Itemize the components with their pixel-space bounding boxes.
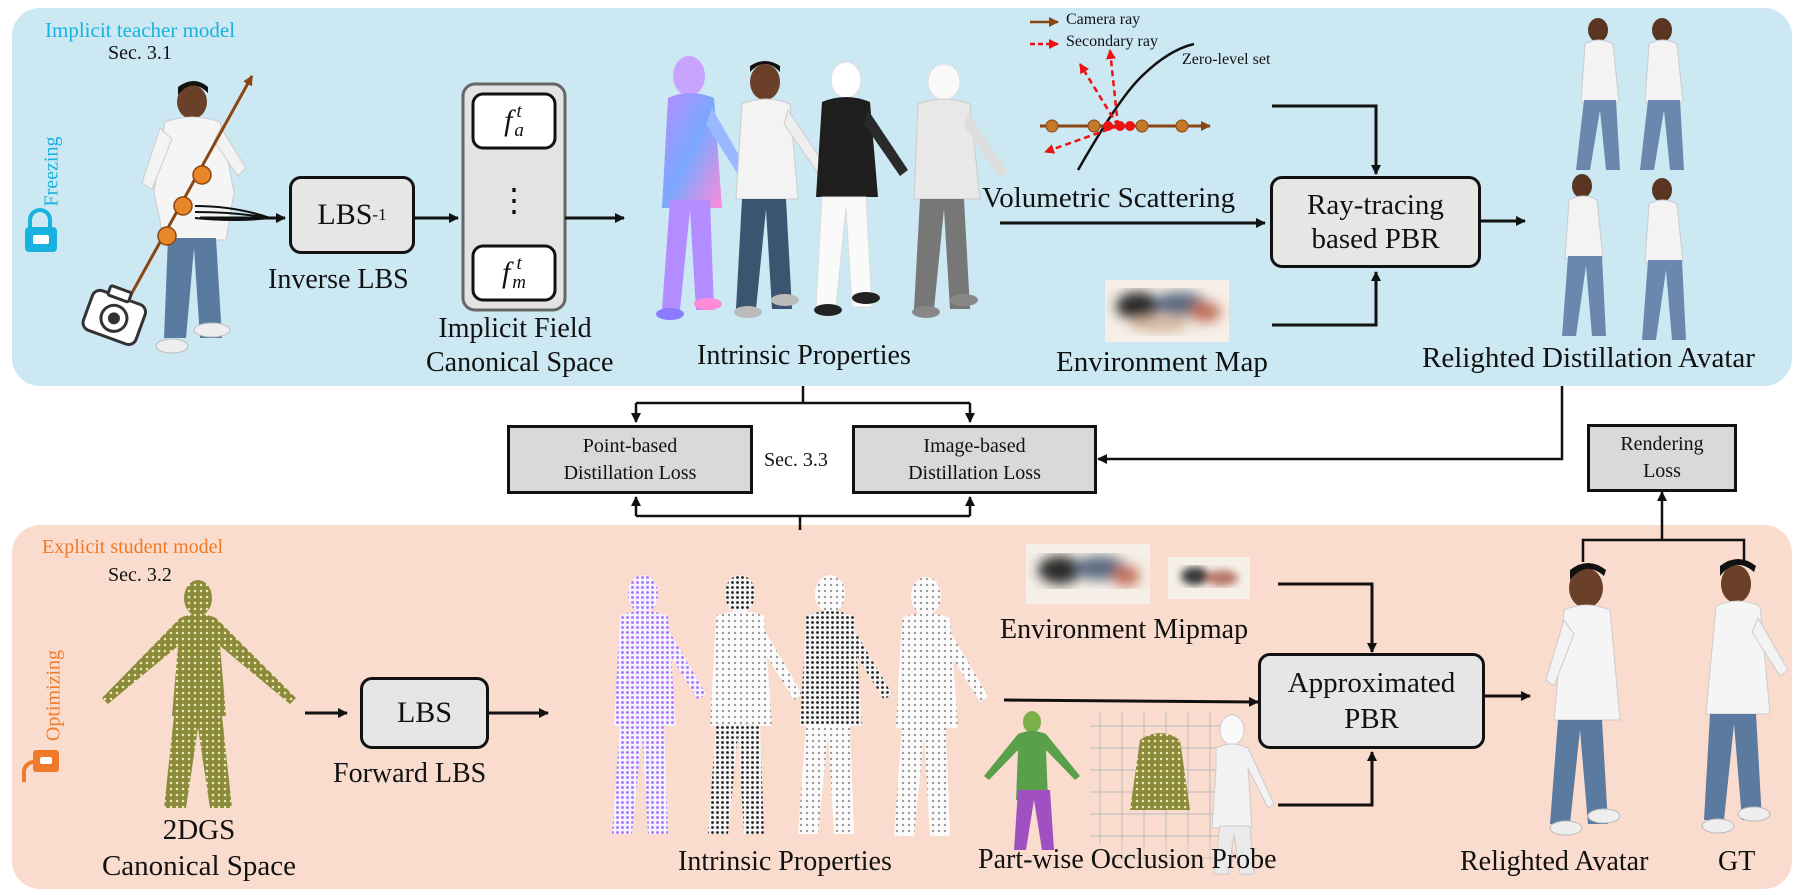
teacher-intrinsic-label: Intrinsic Properties [697,340,911,371]
forward-lbs-label: Forward LBS [333,758,487,789]
distillation-section-ref: Sec. 3.3 [764,449,828,471]
environment-mipmap-images [1026,544,1250,604]
point-based-distillation-loss-box: Point-based Distillation Loss [507,425,753,494]
lock-open-icon [22,750,59,782]
inverse-lbs-box: LBS-1 [289,176,415,254]
teacher-section-ref: Sec. 3.1 [108,42,172,64]
forward-lbs-box: LBS [360,677,489,749]
gt-label: GT [1718,846,1756,877]
occlusion-probe-label: Part-wise Occlusion Probe [978,844,1277,875]
teacher-intrinsic-roughness [912,63,1008,318]
ground-truth-figure [1701,559,1789,834]
inverse-lbs-box-sup: -1 [372,205,387,224]
legend-secondary-ray: Secondary ray [1066,33,1158,50]
environment-map-label: Environment Map [1056,346,1268,378]
student-title: Explicit student model [42,536,224,558]
implicit-field-label: Implicit Field Canonical Space [426,313,614,378]
inverse-lbs-label: Inverse LBS [268,264,409,295]
student-section-ref: Sec. 3.2 [108,564,172,586]
ray-tracing-pbr-box: Ray-tracing based PBR [1270,176,1481,268]
image-based-distillation-loss-box: Image-based Distillation Loss [852,425,1097,494]
occlusion-probe-graphics [984,711,1275,875]
camera-icon [81,284,148,346]
field-ellipsis: ⋮ [498,182,530,218]
teacher-title: Implicit teacher model [45,18,236,42]
approximated-pbr-box: Approximated PBR [1258,653,1485,749]
lock-closed-icon [25,208,57,252]
student-intrinsic-roughness [894,577,988,836]
student-intrinsic-albedo [798,575,892,834]
volumetric-scattering-label: Volumetric Scattering [982,182,1236,214]
teacher-intrinsic-rgb [734,61,829,318]
relighted-distillation-label: Relighted Distillation Avatar [1422,342,1755,374]
environment-map-image [1105,280,1229,342]
legend-camera-ray: Camera ray [1066,11,1141,28]
teacher-state-label: Freezing [40,136,63,207]
canonical-2dgs-label: 2DGS Canonical Space [101,814,297,882]
relighted-distillation-avatars [1562,18,1686,340]
rendering-loss-box: Rendering Loss [1587,424,1737,492]
relighted-avatar-figure [1545,563,1621,836]
student-intrinsic-normal [612,575,706,834]
zero-level-set-curve [1076,42,1195,171]
canonical-2dgs-figure [102,580,296,808]
zero-level-set-label: Zero-level set [1182,51,1271,68]
environment-mipmap-label: Environment Mipmap [1000,614,1249,645]
student-state-label: Optimizing [42,649,65,742]
student-intrinsic-label: Intrinsic Properties [678,846,892,877]
teacher-intrinsic-albedo [814,61,908,316]
relighted-avatar-label: Relighted Avatar [1460,846,1649,877]
student-intrinsic-rgb [708,575,802,834]
inverse-lbs-box-label: LBS [317,198,373,231]
